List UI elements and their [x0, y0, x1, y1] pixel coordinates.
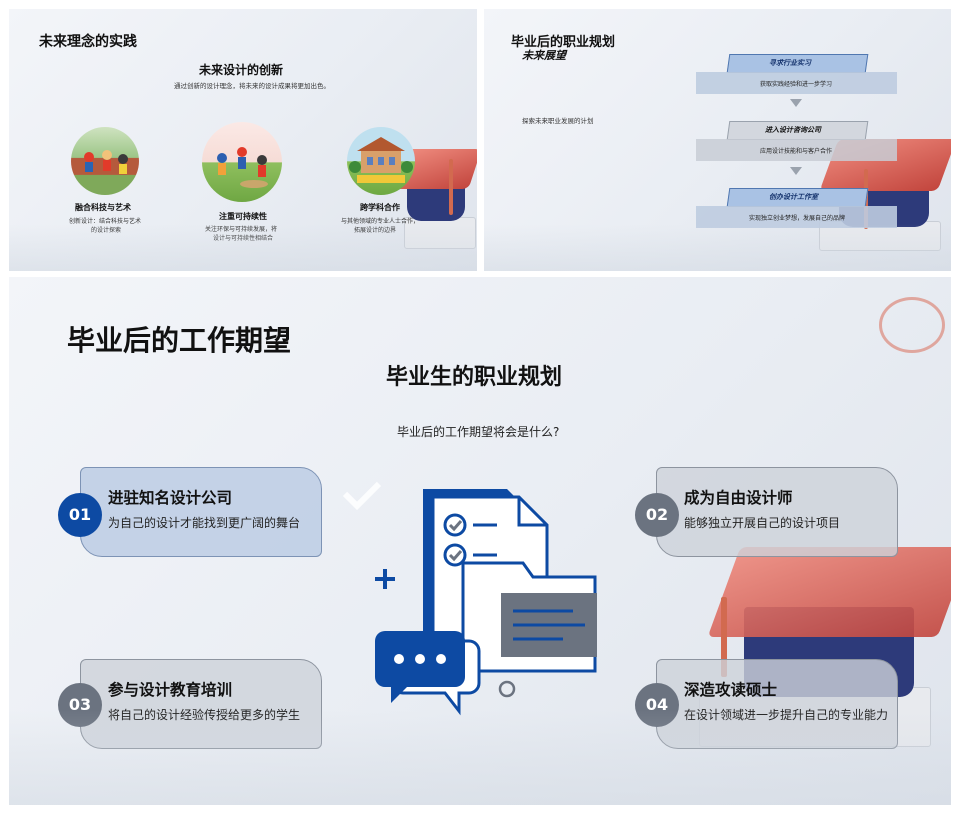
card01-desc: 为自己的设计才能找到更广阔的舞台 [108, 516, 301, 530]
item3-desc-line2: 拓展设计的边界 [354, 227, 397, 234]
slide-future-concept[interactable]: 未来理念的实践 未来设计的创新 通过创新的设计理念，将未来的设计成果将更加出色。… [9, 9, 477, 271]
card01-number-badge: 01 [58, 493, 102, 537]
running-kids-illustration [71, 127, 139, 195]
expectation-card-02: 成为自由设计师 能够独立开展自己的设计项目 [656, 467, 898, 557]
step3-desc-bar [696, 206, 897, 228]
expectation-card-03: 参与设计教育培训 将自己的设计经验传授给更多的学生 [80, 659, 322, 749]
slide1-heading: 未来设计的创新 [199, 63, 284, 77]
card04-title: 深造攻读硕士 [684, 681, 778, 699]
slide-work-expectations[interactable]: 毕业后的工作期望 毕业生的职业规划 毕业后的工作期望将会是什么? 进驻知名设计公… [9, 277, 951, 805]
slide1-title: 未来理念的实践 [39, 34, 137, 50]
card02-title: 成为自由设计师 [684, 489, 793, 507]
card02-desc: 能够独立开展自己的设计项目 [684, 516, 841, 530]
item1-desc-line1: 创新设计：结合科技与艺术 [69, 218, 142, 225]
step1-label: 寻求行业实习 [769, 59, 811, 67]
step1-desc: 获取实践经验和进一步学习 [760, 81, 833, 88]
school-building-illustration [347, 127, 415, 195]
card02-number-badge: 02 [635, 493, 679, 537]
step2-desc: 应用设计技能和与客户合作 [760, 148, 833, 155]
item2-desc-line1: 关注环保与可持续发展，将 [205, 226, 278, 233]
card04-number-badge: 04 [635, 683, 679, 727]
slide3-title: 毕业后的工作期望 [67, 324, 292, 357]
slide2-title: 毕业后的职业规划 [511, 35, 616, 50]
step2-label: 进入设计咨询公司 [765, 126, 821, 134]
item2-desc-line2: 设计与可持续性相结合 [213, 235, 274, 242]
slide2-subtitle: 未来展望 [522, 49, 566, 62]
item2-title: 注重可持续性 [219, 212, 267, 221]
slide3-question: 毕业后的工作期望将会是什么? [397, 425, 560, 439]
slide1-subtitle: 通过创新的设计理念，将未来的设计成果将更加出色。 [174, 82, 330, 90]
card03-title: 参与设计教育培训 [108, 681, 233, 699]
document-chat-icon [375, 489, 597, 716]
item3-desc-line1: 与其他领域的专业人士合作， [341, 218, 420, 225]
arrow-down-icon [790, 99, 802, 107]
step1-desc-bar [696, 72, 897, 94]
card03-number-badge: 03 [58, 683, 102, 727]
expectation-card-01: 进驻知名设计公司 为自己的设计才能找到更广阔的舞台 [80, 467, 322, 557]
slide2-left-text: 探索未来职业发展的计划 [522, 117, 594, 125]
expectation-card-04: 深造攻读硕士 在设计领域进一步提升自己的专业能力 [656, 659, 898, 749]
item1-title: 融合科技与艺术 [75, 203, 131, 212]
item1-desc-line2: 的设计探索 [91, 227, 122, 234]
card01-title: 进驻知名设计公司 [108, 489, 233, 507]
step3-desc: 实现独立创业梦想，发展自己的品牌 [749, 215, 846, 222]
playing-kids-illustration [202, 122, 282, 202]
item3-title: 跨学科合作 [360, 203, 400, 212]
slide3-heading: 毕业生的职业规划 [386, 365, 563, 390]
card03-desc: 将自己的设计经验传授给更多的学生 [108, 708, 301, 722]
card04-desc: 在设计领域进一步提升自己的专业能力 [684, 708, 889, 722]
arrow-down-icon [790, 167, 802, 175]
slide-career-plan[interactable]: 毕业后的职业规划 未来展望 探索未来职业发展的计划 寻求行业实习 获取实践经验和… [484, 9, 951, 271]
step2-desc-bar [696, 139, 897, 161]
step3-label: 创办设计工作室 [769, 193, 818, 201]
